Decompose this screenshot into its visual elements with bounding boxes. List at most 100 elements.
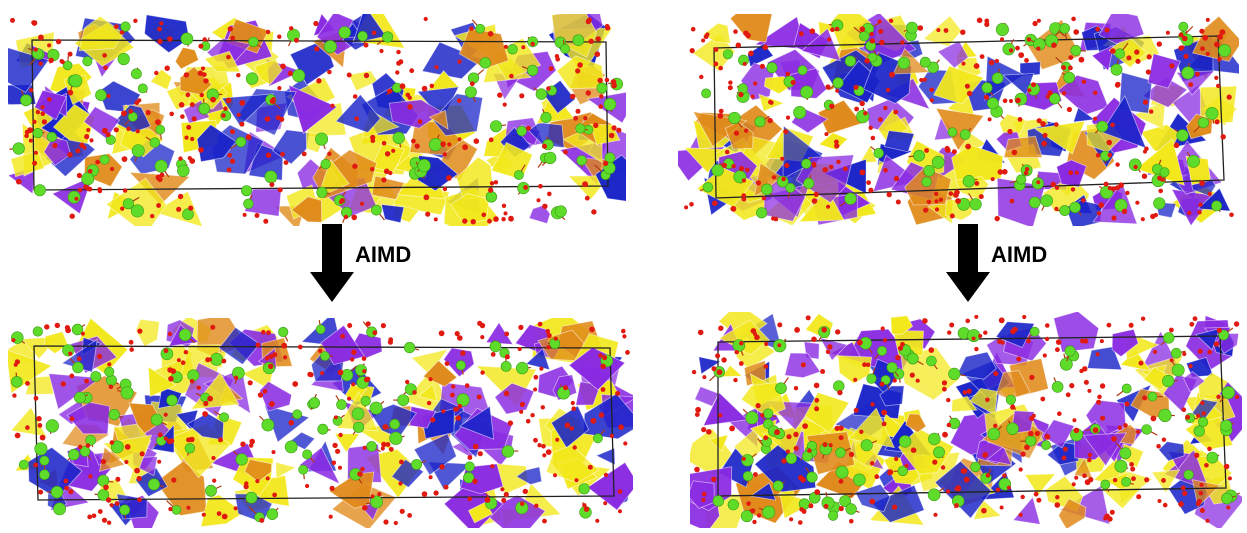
red-atom [1040,396,1046,402]
red-atom [331,460,337,466]
green-atom [507,44,518,55]
red-atom [605,23,610,29]
red-atom [589,326,595,333]
red-atom [879,39,885,46]
red-atom [399,508,405,514]
red-atom [1110,186,1116,192]
red-atom [1169,63,1175,69]
red-atom [1192,316,1198,322]
green-atom [382,31,394,43]
red-atom [554,54,560,59]
red-atom [428,475,433,480]
green-atom [701,88,711,99]
polyhedron [388,99,444,129]
red-atom [870,461,875,466]
green-atom [800,85,814,99]
red-atom [591,209,597,215]
green-atom [370,204,382,216]
green-atom [46,131,58,143]
red-atom [106,93,111,99]
red-atom [971,336,976,341]
red-atom [504,331,510,337]
green-atom [389,418,401,430]
red-atom [519,401,525,407]
red-atom [1114,185,1120,191]
red-atom [587,464,593,470]
red-atom [953,192,959,198]
red-atom [885,87,891,93]
red-atom [1087,452,1093,458]
red-atom [106,520,112,525]
polyhedron [922,15,963,47]
red-atom [487,218,492,224]
red-atom [176,358,181,363]
polyhedron [984,55,1026,101]
green-atom [727,499,739,511]
green-atom [245,72,259,85]
red-atom [1156,41,1162,47]
green-atom [761,183,773,196]
red-atom [377,492,382,497]
red-atom [985,397,990,403]
red-atom [838,435,844,441]
red-atom [954,503,959,508]
red-atom [942,431,948,438]
red-atom [370,167,375,172]
polyhedron [806,431,856,475]
red-atom [910,447,917,453]
red-atom [1022,314,1027,320]
polyhedron [1100,95,1147,149]
red-atom [346,72,352,78]
green-atom [1178,21,1189,32]
red-atom [329,485,335,491]
red-atom [287,70,293,76]
green-atom [72,361,84,374]
red-atom [611,125,617,131]
green-atom [785,182,796,193]
red-atom [985,473,991,478]
green-atom [117,52,130,66]
green-atom [907,352,919,365]
red-atom [382,424,389,430]
red-atom [1182,351,1187,357]
red-atom [597,77,603,84]
red-atom [1098,202,1104,208]
green-atom [1059,23,1071,34]
red-atom [859,169,866,176]
red-atom [340,333,345,339]
red-atom [900,40,905,45]
red-atom [1153,212,1158,218]
red-atom [1036,497,1042,503]
red-atom [570,400,575,406]
red-atom [1142,99,1149,105]
red-atom [540,405,545,410]
green-atom [130,68,142,80]
red-atom [1117,425,1122,430]
red-atom [940,465,946,470]
red-atom [102,127,108,134]
red-atom [294,37,299,43]
red-atom [926,199,932,205]
unit-cell-outline [717,335,1227,497]
red-atom [48,57,54,63]
red-atom [210,96,217,103]
red-atom [178,156,183,161]
red-atom [741,193,746,198]
red-atom [984,21,990,27]
polyhedron [951,144,1004,184]
crystal-structure-after-right [690,312,1242,528]
red-atom [351,214,358,221]
polyhedron [702,391,749,427]
red-atom [227,26,233,32]
red-atom [541,444,546,449]
green-atom [1119,447,1132,460]
green-atom [20,94,32,107]
red-atom [126,126,131,131]
green-atom [67,190,81,204]
red-atom [1150,415,1157,422]
red-atom [352,163,358,169]
polyhedron [288,84,338,135]
red-atom [1008,48,1014,53]
red-atom [533,374,539,380]
red-atom [974,346,979,352]
